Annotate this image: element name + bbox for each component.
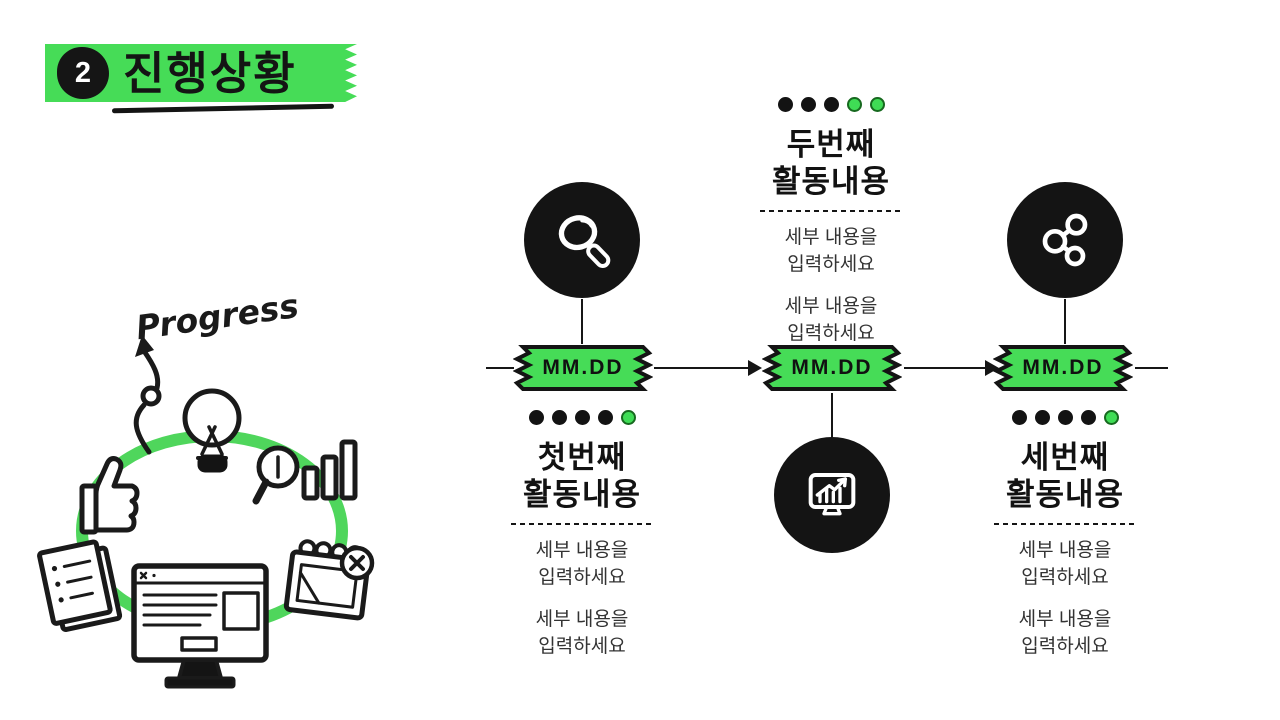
detail-text: 세부 내용을 입력하세요	[784, 227, 878, 275]
section-number-badge: 2	[57, 47, 109, 99]
timeline-line	[1135, 367, 1168, 369]
date-label: MM.DD	[542, 356, 624, 379]
connector-line	[1064, 299, 1066, 344]
detail-text: 세부 내용을 입력하세요	[784, 296, 878, 344]
detail-text: 세부 내용을 입력하세요	[1018, 540, 1112, 588]
milestone-title: 두번째 활동내용	[771, 127, 891, 199]
progress-dot-black	[1011, 410, 1027, 425]
date-ribbon: MM.DD	[513, 344, 653, 392]
milestone-block-1: 첫번째 활동내용 세부 내용을 입력하세요 세부 내용을 입력하세요	[487, 410, 677, 660]
date-ribbon: MM.DD	[762, 344, 902, 392]
progress-dot-black	[800, 97, 816, 112]
title-underline	[111, 103, 335, 114]
section-number: 2	[74, 56, 92, 89]
progress-dots	[777, 97, 885, 113]
milestone-title: 첫번째 활동내용	[522, 440, 642, 512]
progress-dot-green	[846, 97, 862, 112]
ribbon-shape	[513, 345, 653, 391]
progress-arrow	[133, 335, 162, 455]
notepad-icon	[37, 539, 123, 632]
progress-dot-black	[823, 97, 839, 112]
magnifier-chart-icon	[252, 439, 358, 505]
detail-text: 세부 내용을 입력하세요	[535, 609, 629, 657]
dashed-divider	[511, 523, 653, 525]
detail-text: 세부 내용을 입력하세요	[1018, 609, 1112, 657]
milestone-block-2: 두번째 활동내용 세부 내용을 입력하세요 세부 내용을 입력하세요	[736, 97, 926, 347]
progress-illustration: Progress	[37, 286, 375, 689]
thumbs-up-icon	[79, 456, 140, 535]
connector-line	[831, 393, 833, 438]
milestone-icon-circle	[774, 437, 890, 553]
progress-dot-black	[777, 97, 793, 112]
date-label: MM.DD	[791, 356, 873, 379]
dashed-divider	[760, 210, 902, 212]
timeline-line	[486, 367, 514, 369]
progress-dot-black	[1057, 410, 1073, 425]
search-icon	[558, 215, 611, 268]
progress-dot-green	[1103, 410, 1119, 425]
detail-text: 세부 내용을 입력하세요	[535, 540, 629, 588]
date-ribbon: MM.DD	[993, 344, 1133, 392]
timeline-line	[654, 367, 749, 369]
milestone-block-3: 세번째 활동내용 세부 내용을 입력하세요 세부 내용을 입력하세요	[970, 410, 1160, 660]
dashed-divider	[994, 523, 1136, 525]
arrow-right-icon	[748, 360, 762, 376]
lightbulb-icon	[182, 388, 242, 473]
share-icon	[1042, 213, 1088, 267]
progress-label: Progress	[134, 286, 302, 347]
progress-dot-black	[551, 410, 567, 425]
progress-dot-black	[1080, 410, 1096, 425]
monitor-icon	[131, 563, 269, 689]
ribbon-shape	[993, 345, 1133, 391]
connector-line	[581, 299, 583, 344]
date-label: MM.DD	[1022, 356, 1104, 379]
progress-dot-black	[574, 410, 590, 425]
milestone-title: 세번째 활동내용	[1005, 440, 1125, 512]
progress-dots	[528, 410, 636, 426]
page-title: 진행상황	[123, 47, 297, 99]
progress-dots	[1011, 410, 1119, 426]
cancel-badge-icon	[339, 545, 375, 581]
chart-monitor-icon	[808, 473, 856, 516]
progress-dot-black	[1034, 410, 1050, 425]
header-tape: 2 진행상황	[45, 44, 357, 102]
progress-dot-black	[597, 410, 613, 425]
progress-dot-green	[869, 97, 885, 112]
milestone-icon-circle	[524, 182, 640, 298]
progress-dot-green	[620, 410, 636, 425]
progress-dot-black	[528, 410, 544, 425]
ribbon-shape	[762, 345, 902, 391]
milestone-icon-circle	[1007, 182, 1123, 298]
timeline-line	[904, 367, 986, 369]
